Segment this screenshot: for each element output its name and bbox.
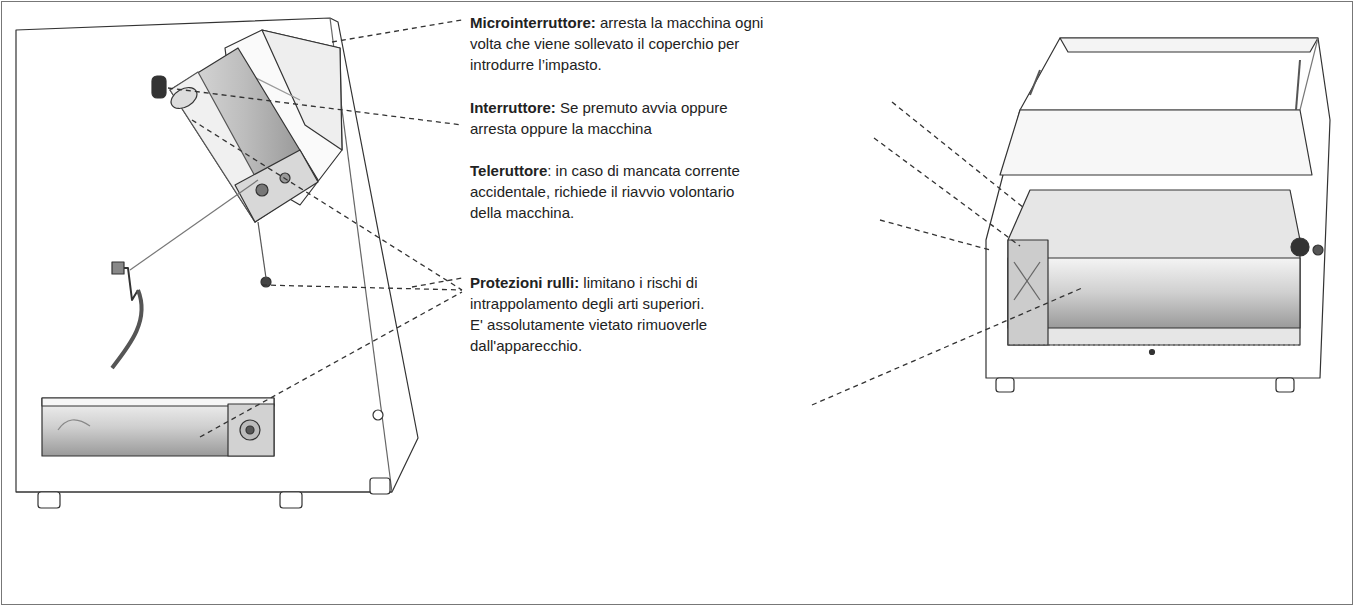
part-name: Interruttore: (470, 99, 556, 116)
part-name: Teleruttore (470, 162, 547, 179)
leader-lines (168, 20, 1082, 437)
callout-text: Interruttore: Se premuto avvia oppure ar… (470, 97, 770, 139)
callout-text: Microinterruttore: arresta la macchina o… (470, 12, 770, 75)
callout-text: Protezioni rulli: limitano i rischi di i… (470, 272, 760, 356)
part-name: Microinterruttore: (470, 14, 596, 31)
part-description: E' assolutamente vietato rimuoverle dall… (470, 314, 760, 356)
callout-text: Teleruttore: in caso di mancata corrente… (470, 160, 770, 223)
part-name: Protezioni rulli: (470, 274, 579, 291)
right-view (986, 38, 1330, 392)
left-view (16, 18, 418, 508)
